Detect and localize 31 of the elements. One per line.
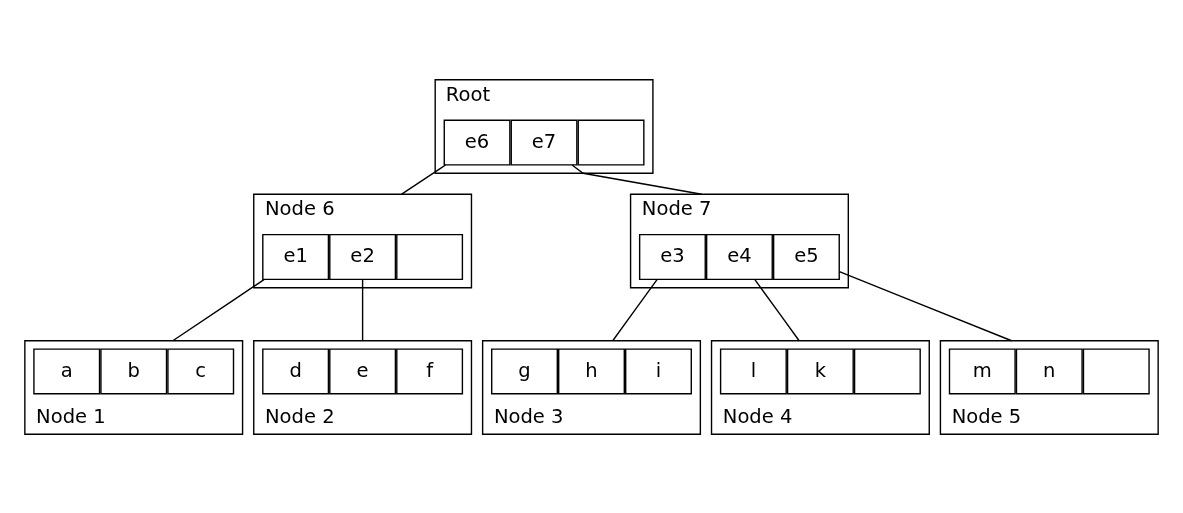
node-box — [853, 347, 921, 394]
node-box: e6 — [443, 119, 511, 166]
node-box: g — [491, 347, 558, 394]
connector — [571, 163, 703, 195]
node-box: h — [558, 347, 625, 394]
node-box: a — [33, 347, 101, 394]
node-box: e2 — [329, 233, 397, 280]
node-box: k — [786, 347, 854, 394]
node-box: e5 — [772, 233, 840, 280]
node-box: f — [396, 347, 464, 394]
connector — [753, 278, 800, 341]
node-box: l — [719, 347, 787, 394]
node-box: b — [100, 347, 168, 394]
node-box — [577, 119, 645, 166]
node-box: d — [262, 347, 330, 394]
node-box — [1082, 347, 1150, 394]
node-box: e1 — [262, 233, 330, 280]
node-box: i — [625, 347, 692, 394]
node-box: n — [1015, 347, 1083, 394]
node-box: c — [167, 347, 235, 394]
connector — [172, 278, 265, 341]
connector — [612, 278, 658, 341]
connector — [838, 270, 1013, 341]
node-box — [396, 233, 464, 280]
node-box: e3 — [638, 233, 706, 280]
node-box: e7 — [510, 119, 578, 166]
connector — [401, 163, 447, 195]
connector — [361, 278, 364, 341]
node-box: e4 — [705, 233, 773, 280]
node-box: m — [948, 347, 1016, 394]
node-box: e — [329, 347, 397, 394]
